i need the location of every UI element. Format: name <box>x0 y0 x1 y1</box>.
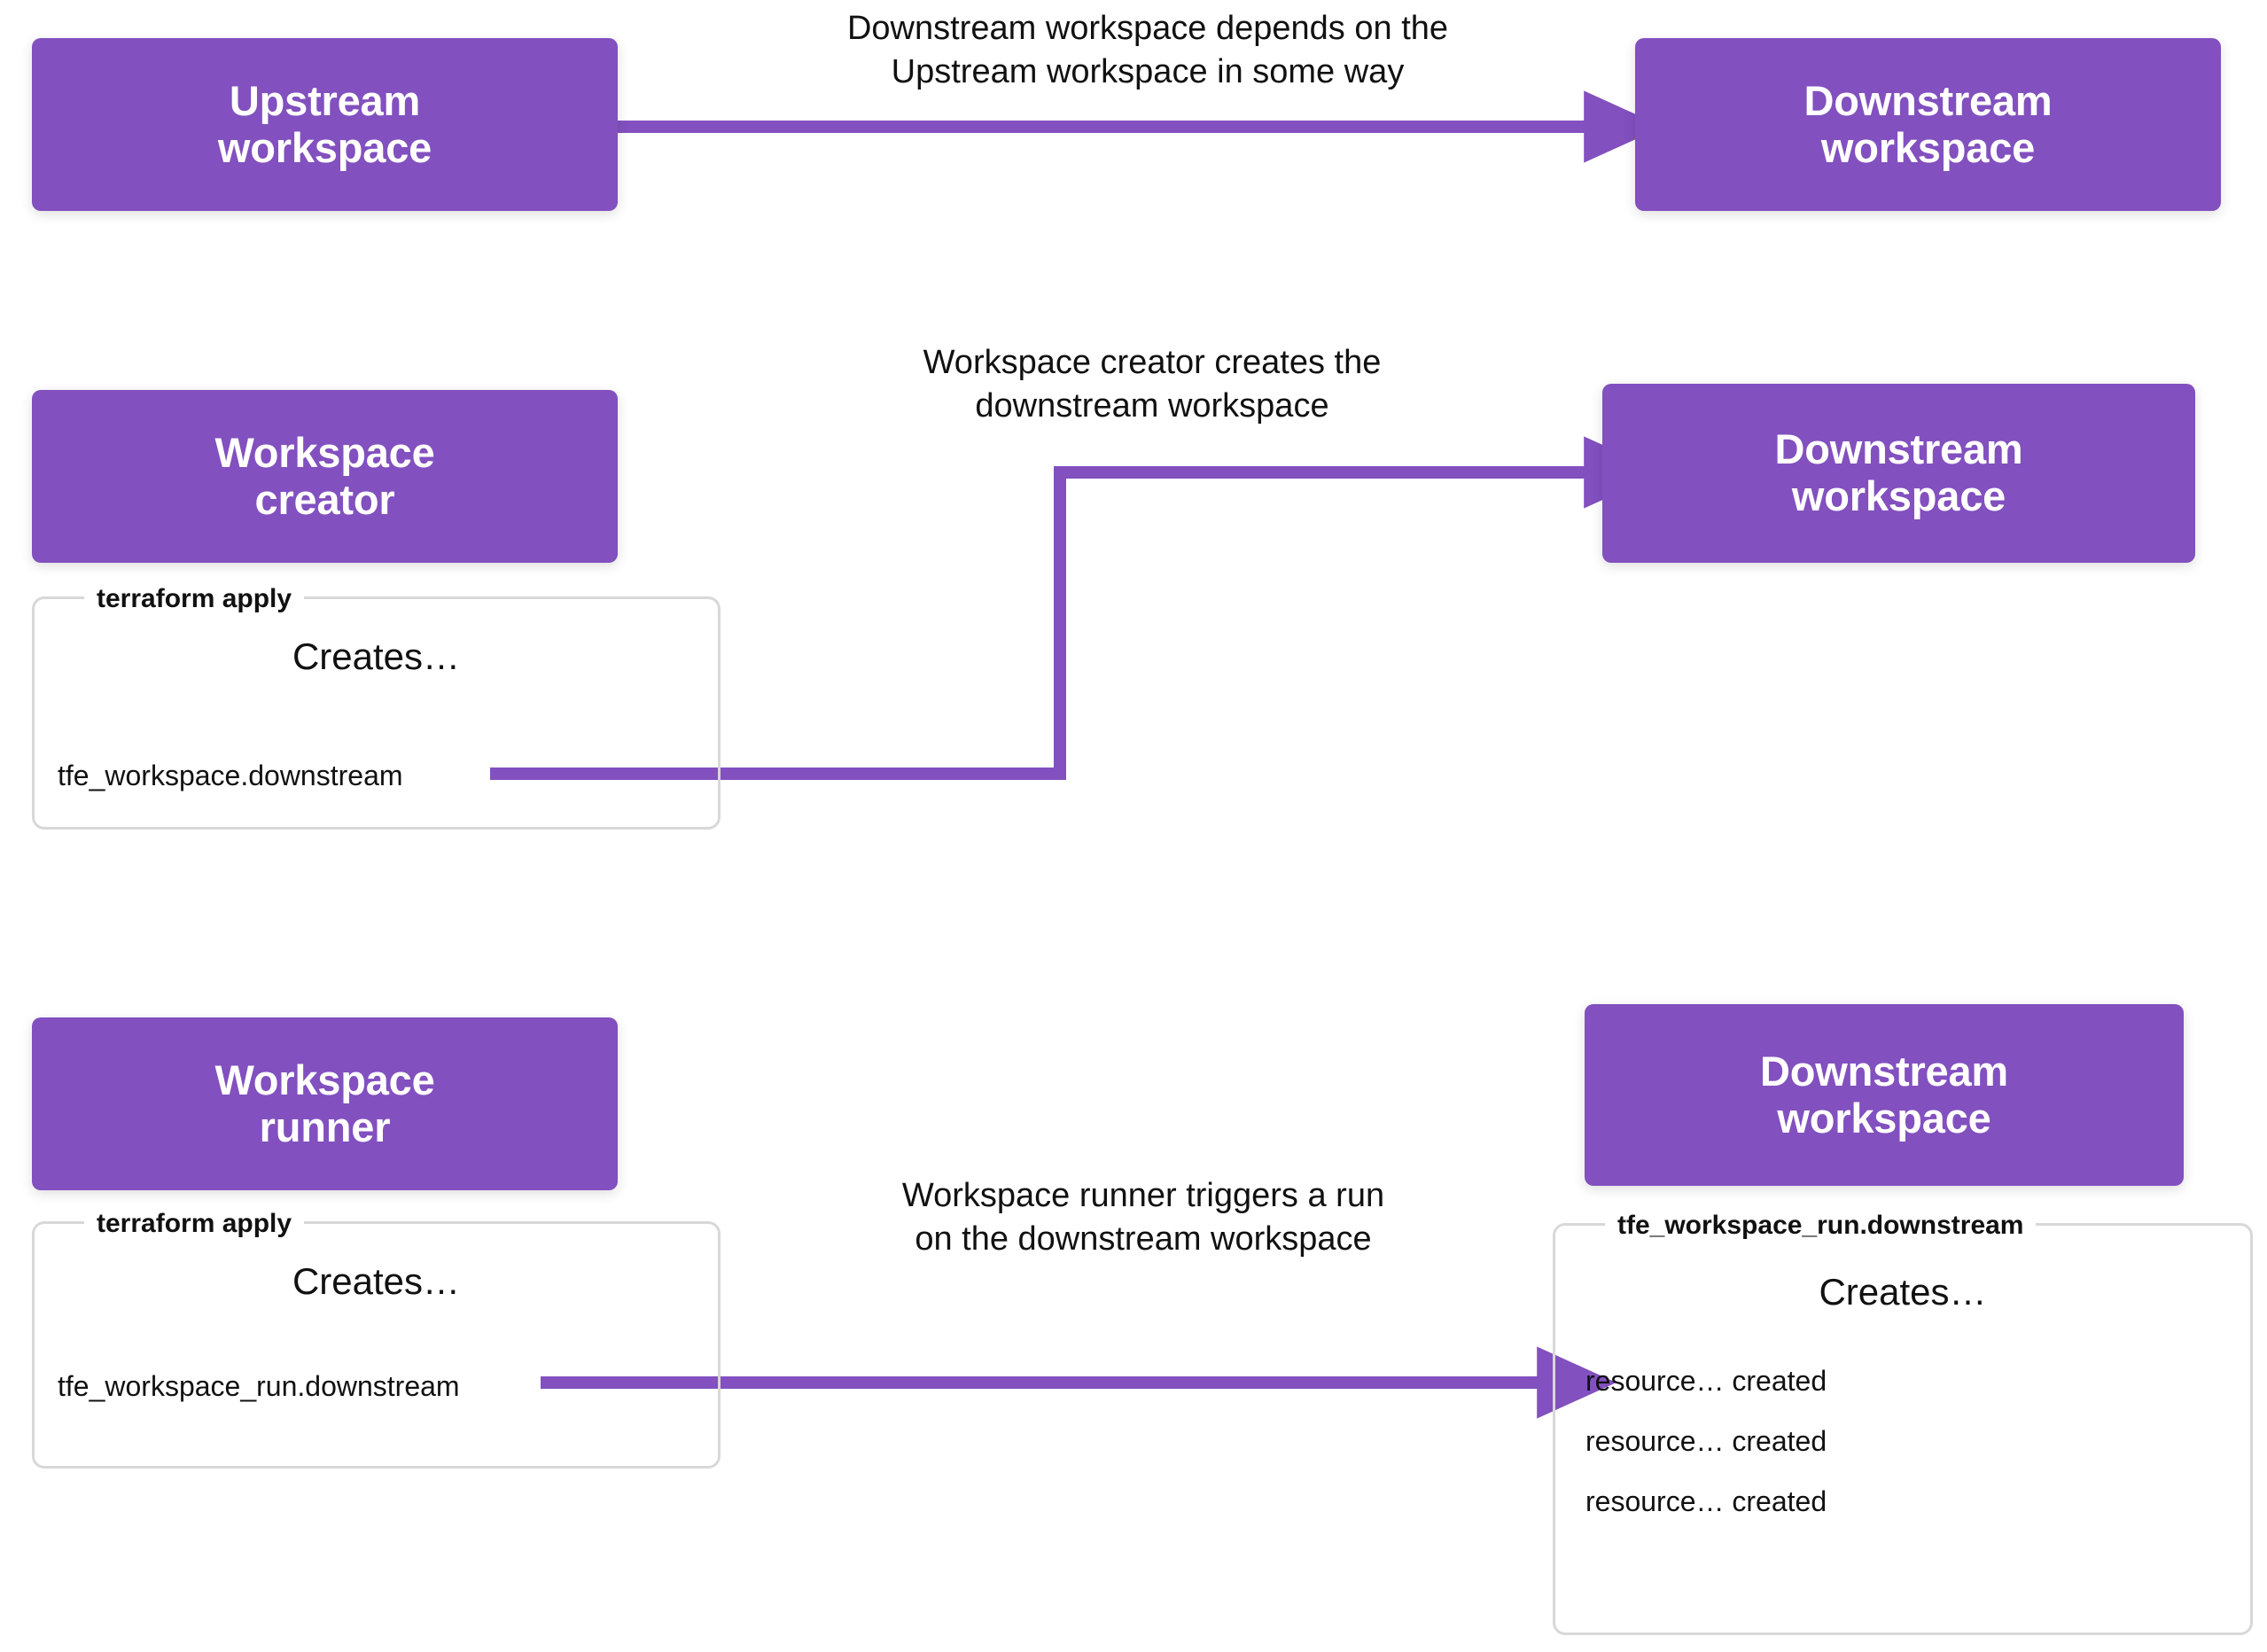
node-upstream-workspace-label: Upstream workspace <box>217 76 432 171</box>
panel-runner-apply-legend: terraform apply <box>84 1206 305 1242</box>
panel-creator-apply-legend: terraform apply <box>84 581 305 617</box>
edge-label-runner: Workspace runner triggers a run on the d… <box>901 1177 1385 1258</box>
panel-downstream-run-legend: tfe_workspace_run.downstream <box>1605 1208 2037 1243</box>
panel-downstream-run-item-2: resource… created <box>1585 1425 1827 1457</box>
panel-runner-apply-item: tfe_workspace_run.downstream <box>58 1370 460 1402</box>
panel-downstream-run: tfe_workspace_run.downstream Creates… re… <box>1553 1208 2253 1635</box>
panel-downstream-run-item-3: resource… created <box>1585 1485 1827 1517</box>
node-upstream-workspace[interactable]: Upstream workspace <box>32 38 618 211</box>
node-downstream-workspace-1-label: Downstream workspace <box>1803 76 2053 171</box>
node-workspace-creator[interactable]: Workspace creator <box>32 390 618 563</box>
panel-downstream-run-title: Creates… <box>1819 1271 1987 1313</box>
node-downstream-workspace-3[interactable]: Downstream workspace <box>1585 1004 2184 1186</box>
node-downstream-workspace-2-label: Downstream workspace <box>1774 425 2023 519</box>
edge-label-dependency: Downstream workspace depends on the Upst… <box>846 10 1449 90</box>
node-downstream-workspace-1[interactable]: Downstream workspace <box>1635 38 2221 211</box>
panel-creator-apply: terraform apply Creates… tfe_workspace.d… <box>32 581 721 830</box>
node-workspace-runner-label: Workspace runner <box>214 1056 435 1150</box>
panel-runner-apply-title: Creates… <box>292 1260 461 1302</box>
panel-downstream-run-item-1: resource… created <box>1585 1365 1827 1397</box>
node-downstream-workspace-2[interactable]: Downstream workspace <box>1602 384 2195 563</box>
panel-creator-apply-title: Creates… <box>292 635 461 677</box>
edge-label-creator: Workspace creator creates the downstream… <box>923 344 1382 425</box>
panel-creator-apply-item: tfe_workspace.downstream <box>58 760 403 791</box>
node-workspace-runner[interactable]: Workspace runner <box>32 1017 618 1190</box>
node-downstream-workspace-3-label: Downstream workspace <box>1759 1047 2009 1142</box>
node-workspace-creator-label: Workspace creator <box>214 428 435 523</box>
panel-runner-apply: terraform apply Creates… tfe_workspace_r… <box>32 1206 721 1469</box>
